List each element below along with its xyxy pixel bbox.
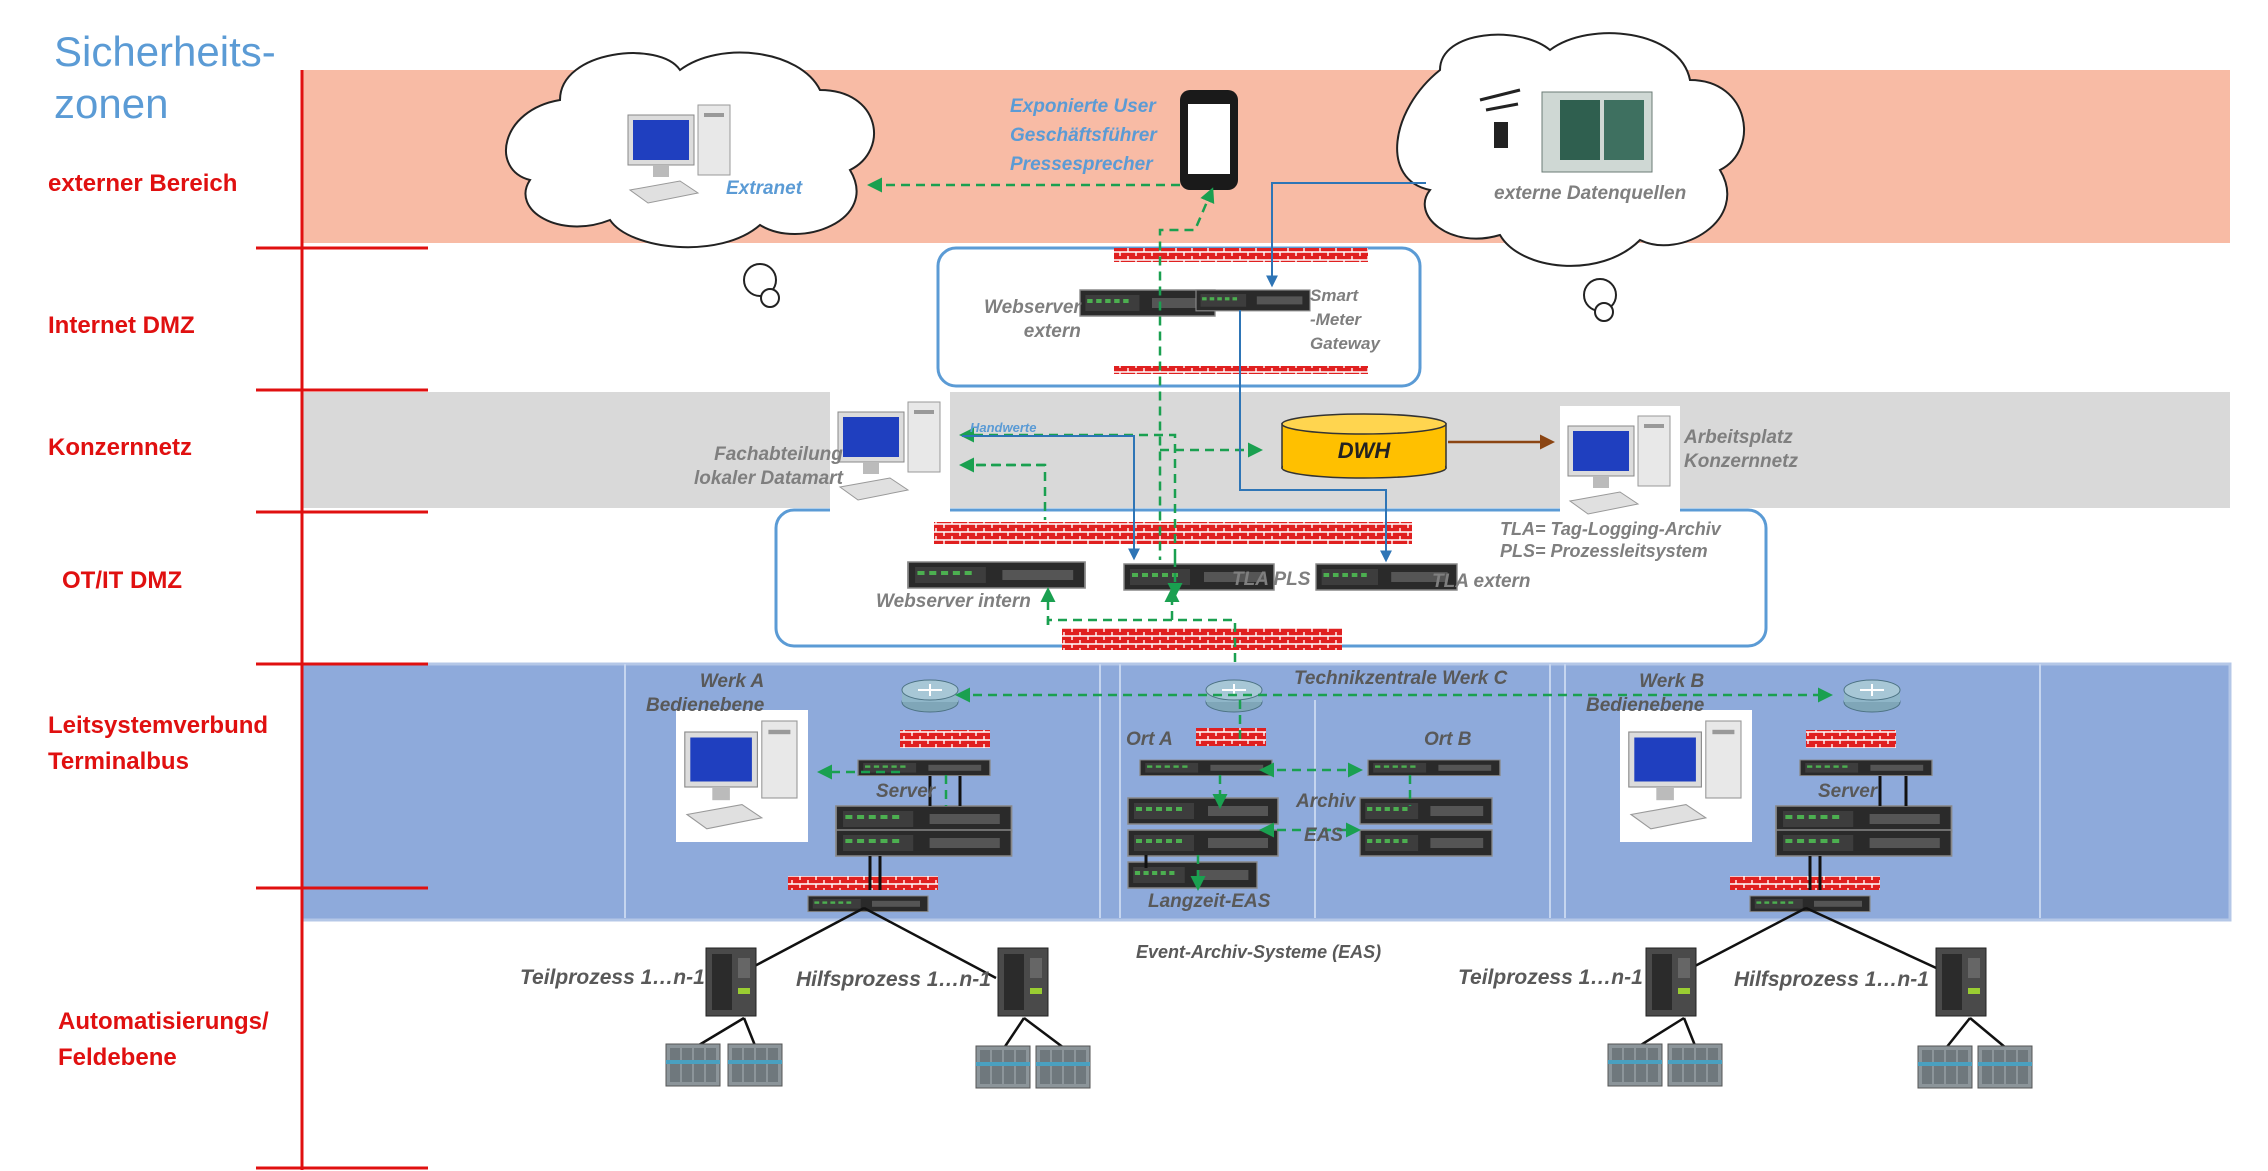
extranet-pc-icon — [619, 94, 741, 216]
label-eas-full: Event-Archiv-Systeme (EAS) — [1136, 942, 1382, 962]
zone-konzern-band — [302, 392, 2230, 508]
label-server-b: Server — [1818, 781, 1878, 802]
label-fachabteilung: Fachabteilung lokaler Datamart — [694, 444, 843, 489]
zone-leitsystem-dividers — [624, 664, 2041, 918]
router-werk-a-icon — [901, 679, 959, 713]
zone-axis — [256, 70, 428, 1170]
smartphone-icon — [1180, 90, 1238, 190]
label-tla-pls: TLA PLS — [1232, 569, 1311, 590]
label-technikzentrale: Technikzentrale Werk C — [1294, 668, 1508, 689]
label-ort-a: Ort A — [1126, 729, 1173, 750]
external-sources-device-icon — [1479, 88, 1653, 173]
webserver-intern-server — [907, 561, 1086, 589]
arbeitsplatz-pc-icon — [1559, 405, 1681, 527]
zone-label-internet-dmz: Internet DMZ — [48, 312, 195, 339]
label-archiv: Archiv — [1296, 791, 1356, 812]
label-smart-meter: Smart -Meter Gateway — [1310, 286, 1380, 353]
router-werk-b-icon — [1843, 679, 1901, 713]
label-werk-b: Werk B Bedienebene — [1586, 671, 1705, 716]
label-eas: EAS — [1304, 825, 1344, 846]
label-hilfsprozess-a: Hilfsprozess 1…n-1 — [796, 968, 991, 991]
werk-a-pc-icon — [675, 709, 809, 843]
fachabteilung-pc-icon — [829, 391, 951, 513]
werk-b-pc-icon — [1619, 709, 1753, 843]
label-handwerte: Handwerte — [970, 420, 1037, 435]
zone-label-external: externer Bereich — [48, 170, 238, 197]
zone-leitsystem-band — [300, 662, 2232, 922]
green-data-links — [817, 177, 1833, 891]
label-werk-a: Werk A Bedienebene — [646, 671, 765, 716]
label-teilprozess-a: Teilprozess 1…n-1 — [520, 966, 705, 989]
label-ort-b: Ort B — [1424, 729, 1472, 750]
label-langzeit-eas: Langzeit-EAS — [1148, 891, 1271, 912]
label-teilprozess-b: Teilprozess 1…n-1 — [1458, 966, 1643, 989]
smart-meter-gateway-server — [1195, 289, 1311, 312]
zone-label-feldebene: Automatisierungs/ Feldebene — [58, 1008, 269, 1071]
zone-label-leitsystem: Leitsystemverbund Terminalbus — [48, 712, 269, 775]
label-server-a: Server — [876, 781, 936, 802]
zone-label-ot-it-dmz: OT/IT DMZ — [62, 567, 182, 594]
label-tla-extern: TLA extern — [1432, 571, 1531, 592]
label-webserver-extern: Webserver extern — [984, 297, 1081, 342]
webserver-extern-server — [1079, 289, 1216, 317]
label-arbeitsplatz: Arbeitsplatz Konzernnetz — [1684, 427, 1798, 472]
terminal-connectors — [868, 776, 1908, 890]
io-modules — [665, 1043, 2033, 1089]
zone-label-konzernnetz: Konzernnetz — [48, 434, 192, 461]
blue-data-links — [962, 182, 1426, 563]
label-extranet: Extranet — [726, 178, 803, 199]
label-external-sources: externe Datenquellen — [1494, 183, 1687, 204]
label-tla-legend: TLA= Tag-Logging-Archiv PLS= Prozessleit… — [1500, 519, 1721, 561]
page-title: Sicherheits- zonen — [54, 28, 276, 127]
label-hilfsprozess-b: Hilfsprozess 1…n-1 — [1734, 968, 1929, 991]
label-dwh: DWH — [1337, 438, 1391, 463]
label-webserver-intern: Webserver intern — [876, 591, 1031, 612]
dwh-database-icon — [1281, 413, 1447, 479]
label-exposed-users: Exponierte User Geschäftsführer Pressesp… — [1010, 96, 1157, 175]
